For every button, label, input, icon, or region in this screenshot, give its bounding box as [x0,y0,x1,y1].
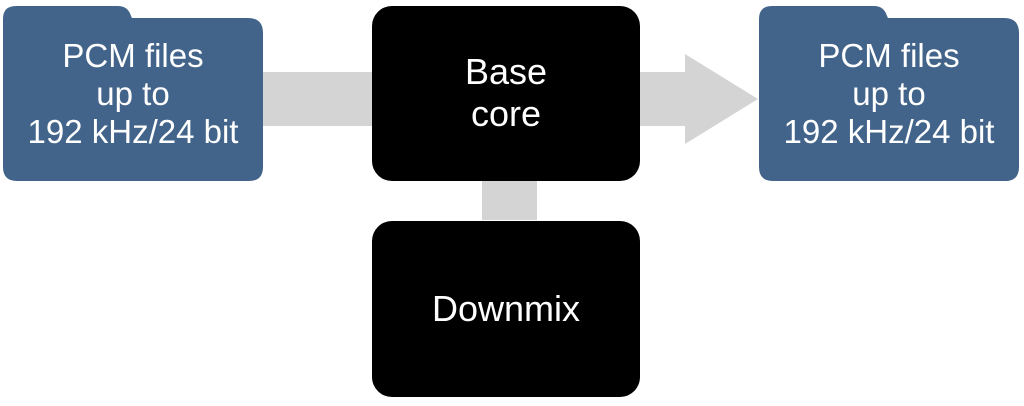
base-core-box [372,6,640,181]
base-to-output-arrow [640,54,758,144]
output-folder-icon [759,6,1019,181]
output-folder-line-2: up to [852,74,926,112]
output-folder-label: PCM files up to 192 kHz/24 bit [760,30,1018,158]
input-folder-line-2: up to [96,74,170,112]
base-core-line-1: Base [464,50,548,92]
downmix-line-1: Downmix [431,288,581,330]
input-folder-line-3: 192 kHz/24 bit [27,113,239,151]
input-folder-icon [3,6,263,181]
base-to-downmix-connector [482,180,537,220]
input-to-base-connector [262,72,374,126]
base-core-label: Base core [372,6,640,180]
input-folder-line-1: PCM files [62,36,204,74]
output-folder-line-1: PCM files [818,36,960,74]
base-core-line-2: core [470,93,542,134]
downmix-box [372,221,640,397]
downmix-label: Downmix [372,222,640,397]
input-folder-label: PCM files up to 192 kHz/24 bit [4,30,262,158]
output-folder-line-3: 192 kHz/24 bit [783,113,995,151]
